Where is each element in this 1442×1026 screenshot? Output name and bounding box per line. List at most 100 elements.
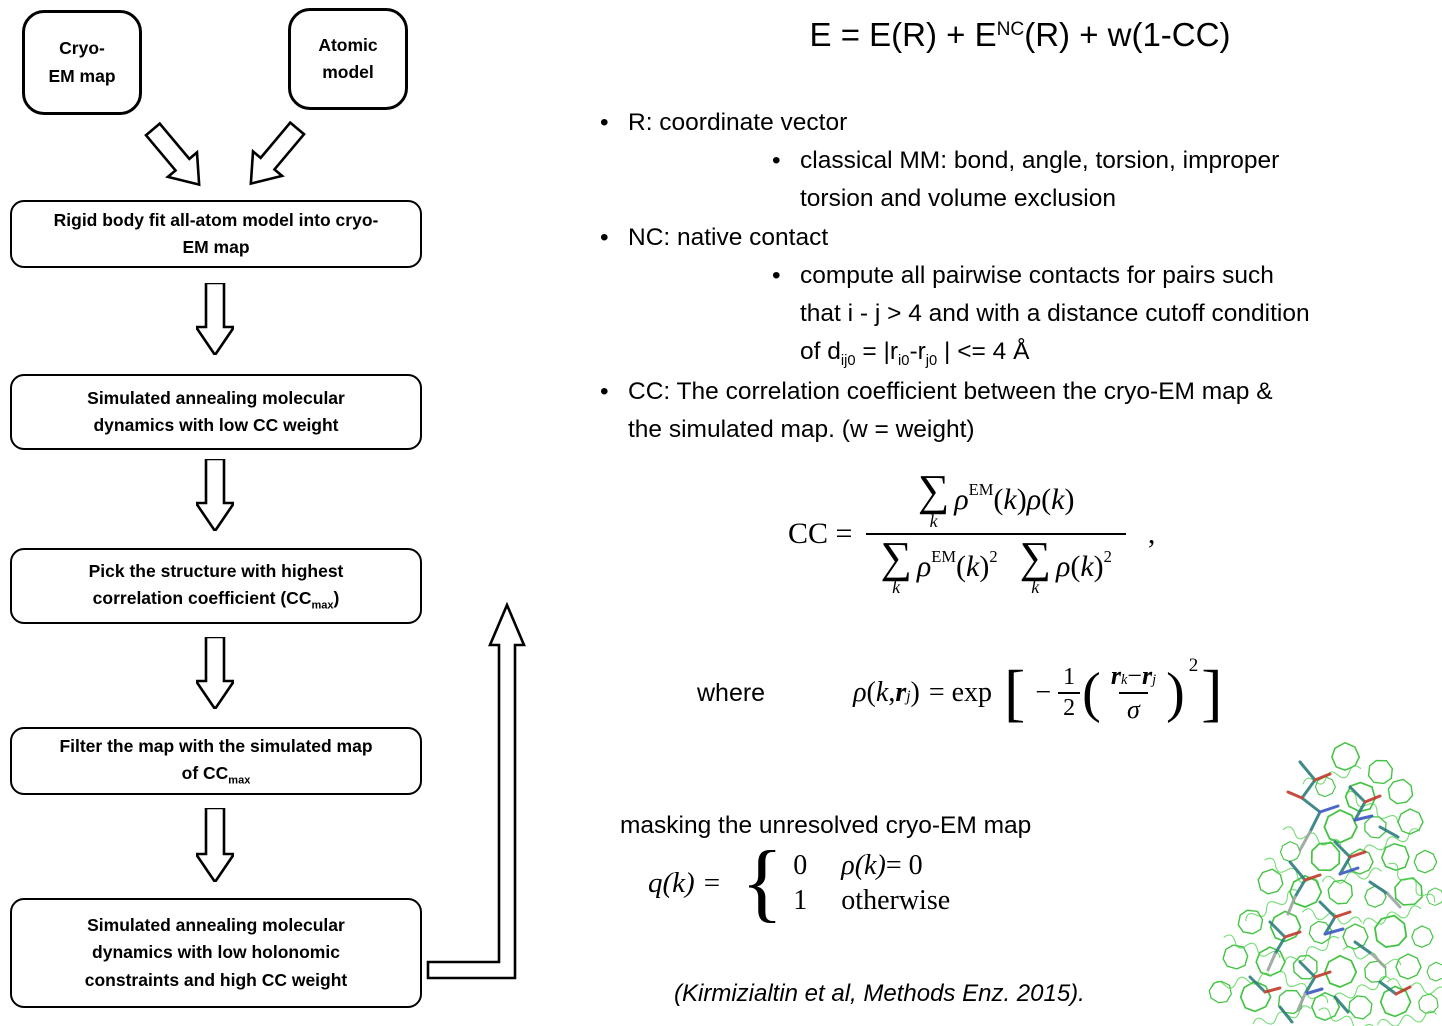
- bullet-text: compute all pairwise contacts for pairs …: [800, 257, 1310, 373]
- arrow-down-icon: [196, 637, 234, 709]
- flowchart-step-pick-structure: Pick the structure with highest correlati…: [10, 548, 422, 624]
- math-sym: ρ: [853, 677, 867, 708]
- math-sym: k: [1003, 483, 1017, 517]
- text-line: of dij0 = |ri0-rj0 | <= 4 Å: [800, 333, 1310, 373]
- text-line: the simulated map. (w = weight): [628, 416, 975, 444]
- label-line: Simulated annealing molecular: [87, 387, 345, 408]
- case-condition: ρ(k)= 0: [841, 850, 922, 882]
- arrow-down-icon: [196, 283, 234, 355]
- math-fragment: CC =: [788, 516, 853, 550]
- math-sym: −: [1127, 661, 1142, 690]
- math-sym: otherwise: [841, 884, 951, 916]
- math-sym: (: [1070, 549, 1081, 583]
- flowchart-box-atomic-model: Atomic model: [288, 8, 408, 110]
- math-sym: r: [895, 677, 907, 708]
- bullet-text: R: coordinate vector: [628, 104, 847, 142]
- label-line: constraints and high CC weight: [84, 969, 348, 990]
- text-fragment: | <= 4 Å: [937, 338, 1030, 366]
- math-sym: q(k): [648, 866, 695, 899]
- math-sym: ): [979, 549, 990, 583]
- label-line: Atomic: [318, 34, 378, 55]
- math-sym: ): [1016, 483, 1027, 517]
- math-sym: σ: [1127, 695, 1140, 724]
- math-sym: ): [910, 677, 920, 708]
- math-sym: k: [892, 577, 901, 598]
- citation: (Kirmizialtin et al, Methods Enz. 2015).: [674, 980, 1085, 1007]
- right-paren: ): [1166, 661, 1185, 724]
- label-line: Rigid body fit all-atom model into cryo-: [53, 209, 379, 230]
- text-fragment: of d: [800, 338, 841, 366]
- math-sym: ): [1093, 549, 1104, 583]
- label-line: dynamics with low holonomic: [92, 942, 340, 963]
- math-sym: (: [866, 677, 876, 708]
- math-sym: 0: [793, 849, 808, 881]
- flowchart-step-sa-md-low-cc: Simulated annealing molecular dynamics wi…: [10, 374, 422, 450]
- denominator: σ: [1119, 692, 1148, 726]
- subscript: j0: [925, 353, 938, 370]
- text-line: that i - j > 4 and with a distance cutof…: [800, 300, 1310, 328]
- label-line: of CCmax: [59, 760, 372, 790]
- atomic-model-label: Atomic model: [306, 32, 389, 86]
- left-paren: (: [1082, 661, 1101, 724]
- label-line: Pick the structure with highest: [88, 560, 344, 581]
- step-label: Simulated annealing molecular dynamics wi…: [75, 385, 357, 439]
- math-sym: ,: [888, 677, 896, 708]
- math-sym: EM: [931, 547, 956, 566]
- bullet-list: • R: coordinate vector • classical MM: b…: [600, 104, 1442, 450]
- math-sym: k: [929, 510, 938, 531]
- math-sym: 2: [1058, 692, 1081, 723]
- math-sym: ,: [1147, 516, 1156, 550]
- superscript-nc: NC: [996, 19, 1025, 41]
- bullet-pairwise-contacts: • compute all pairwise contacts for pair…: [772, 257, 1442, 373]
- text-line: classical MM: bond, angle, torsion, impr…: [800, 147, 1280, 175]
- bullet-icon: •: [600, 223, 609, 251]
- math-sym: −: [1035, 677, 1052, 708]
- arrow-merge-left-icon: [249, 120, 306, 186]
- cryo-em-map-label: Cryo-EM map: [36, 35, 127, 89]
- label-fragment: ): [333, 587, 340, 608]
- math-sym: =: [703, 866, 721, 899]
- label-line: correlation coefficient (CCmax): [89, 585, 344, 615]
- math-sym: r: [1141, 661, 1153, 690]
- math-sym: k: [1031, 577, 1040, 598]
- step-label: Pick the structure with highest correlati…: [77, 558, 356, 615]
- math-sym: ): [1064, 483, 1075, 517]
- label-line: EM map: [48, 65, 116, 86]
- text-fragment: = |r: [855, 338, 899, 366]
- math-sym: EM: [968, 480, 994, 500]
- math-sym: 2: [1188, 655, 1199, 676]
- step-label: Filter the map with the simulated map of …: [47, 733, 384, 790]
- bullet-icon: •: [772, 261, 781, 289]
- label-line: model: [322, 62, 374, 82]
- label-line: dynamics with low CC weight: [93, 415, 339, 435]
- subscript: i0: [898, 353, 910, 370]
- math-sym: k: [1080, 549, 1094, 583]
- cryo-em-density-figure: [1204, 741, 1442, 1026]
- label-line: Filter the map with the simulated map: [59, 735, 373, 756]
- math-sym: r: [1110, 661, 1121, 690]
- text-line: NC: native contact: [628, 223, 829, 251]
- bullet-r-coordinate-vector: • R: coordinate vector: [600, 104, 1442, 142]
- math-fragment: E = E(R) + E: [809, 16, 997, 53]
- math-sym: = 0: [885, 849, 923, 881]
- math-sym: ρ: [1055, 549, 1071, 583]
- subscript: ij0: [840, 353, 856, 370]
- math-sym: k: [1051, 483, 1065, 517]
- atomic-model-sticks: [1248, 760, 1412, 1024]
- text-line: R: coordinate vector: [628, 109, 848, 136]
- masking-label: masking the unresolved cryo-EM map: [620, 812, 1032, 839]
- flowchart-box-cryo-em-map: Cryo-EM map: [22, 10, 142, 115]
- bullet-nc-native-contact: • NC: native contact: [600, 219, 1442, 257]
- loop-return-arrow-icon: [426, 601, 526, 980]
- flowchart-step-filter-map: Filter the map with the simulated map of …: [10, 727, 422, 795]
- label-line: EM map: [182, 237, 250, 257]
- math-sym: k: [875, 677, 889, 708]
- math-sym: (: [993, 483, 1004, 517]
- right-bracket: ]: [1201, 657, 1223, 729]
